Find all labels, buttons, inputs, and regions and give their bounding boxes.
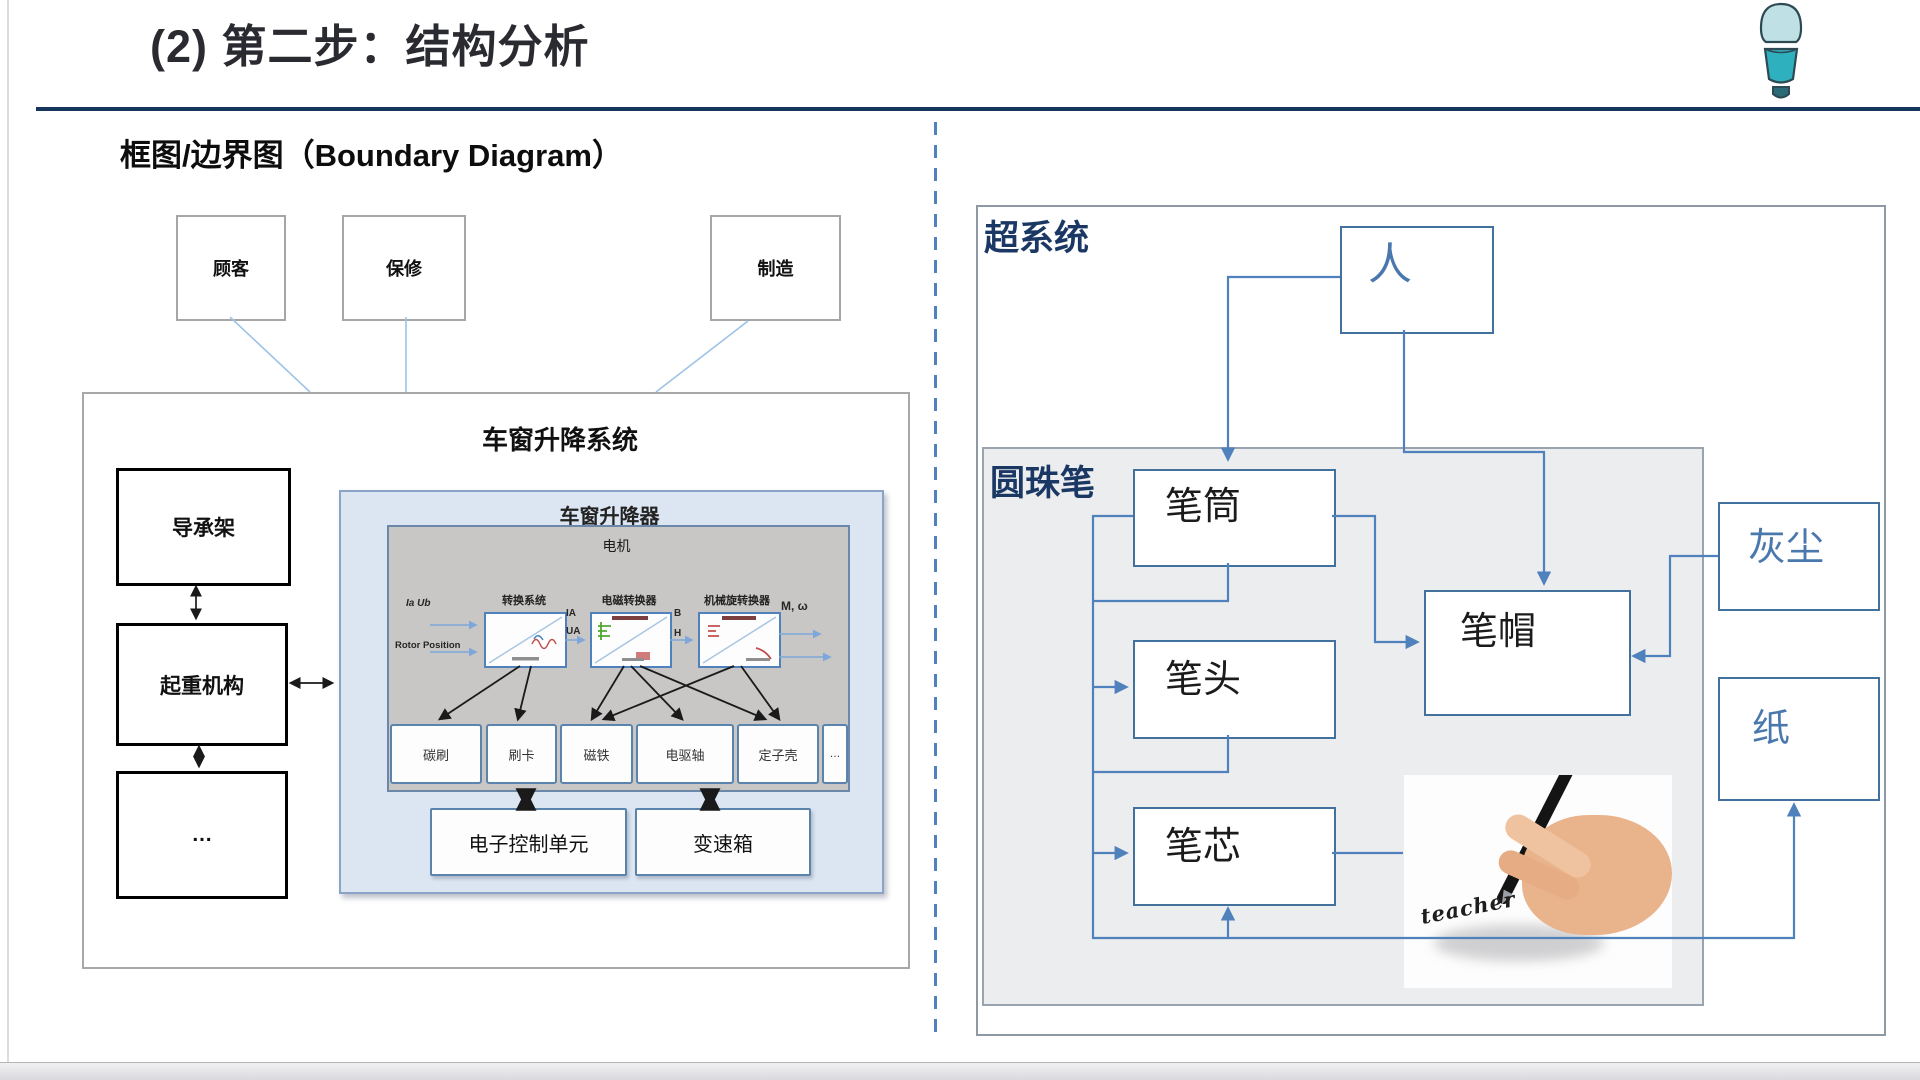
subsystem-label: 导承架 (172, 517, 235, 540)
node-label-tip: 笔头 (1165, 659, 1242, 701)
part-label: 碳刷 (422, 747, 449, 763)
part-label: 磁铁 (583, 747, 610, 763)
subsystem-label: 起重机构 (160, 674, 244, 698)
node-label-refill: 笔芯 (1165, 826, 1242, 868)
subsystem-box-lifting-mechanism: 起重机构 (116, 623, 288, 746)
photo-caption: teacher (1418, 886, 1518, 929)
converter-box-1 (484, 612, 567, 668)
subsystem-box-guide-frame: 导承架 (116, 468, 291, 586)
page-title: (2) 第二步：结构分析 (150, 21, 590, 72)
external-box-customer: 顾客 (176, 215, 286, 321)
external-connector-lines (229, 316, 749, 393)
part-label: 定子壳 (758, 747, 798, 763)
bottom-strip (0, 1062, 1920, 1080)
part-box-brush-holder: 刷卡 (486, 724, 557, 784)
node-box-person: 人 (1340, 226, 1494, 334)
converter-box-2 (590, 612, 672, 668)
signal-label-ia: IA (566, 608, 576, 619)
lightbulb-icon (1752, 0, 1810, 100)
node-box-barrel: 笔筒 (1133, 469, 1336, 567)
node-box-refill: 笔芯 (1133, 807, 1336, 906)
gearbox-box: 变速箱 (635, 808, 811, 876)
converter-label-1: 转换系统 (502, 595, 546, 607)
ecu-box: 电子控制单元 (430, 808, 627, 876)
motor-label: 电机 (602, 538, 631, 554)
part-label: 电驱轴 (665, 747, 705, 763)
external-box-warranty: 保修 (342, 215, 466, 321)
hand-writing-photo: teacher (1404, 775, 1672, 988)
signal-label-h: H (674, 628, 682, 639)
part-label: 刷卡 (508, 747, 535, 763)
external-label: 保修 (386, 259, 422, 279)
node-label-barrel: 笔筒 (1165, 486, 1242, 528)
pen-system-label: 圆珠笔 (990, 464, 1096, 503)
node-label-person: 人 (1368, 240, 1412, 289)
ecu-label: 电子控制单元 (468, 833, 589, 856)
node-label-cap: 笔帽 (1460, 611, 1537, 653)
external-box-manufacturing: 制造 (710, 215, 841, 321)
header-rule (36, 107, 1920, 111)
node-box-paper: 纸 (1718, 677, 1880, 801)
node-label-dust: 灰尘 (1748, 527, 1825, 569)
converter-label-3: 机械旋转换器 (704, 595, 770, 607)
dashed-divider (934, 122, 937, 1040)
converter-box-3 (698, 612, 781, 668)
part-box-magnet: 磁铁 (560, 724, 633, 784)
part-box-ellipsis: … (822, 724, 848, 784)
node-box-tip: 笔头 (1133, 640, 1336, 739)
node-box-dust: 灰尘 (1718, 502, 1880, 611)
converter-label-2: 电磁转换器 (601, 595, 657, 607)
supersystem-label: 超系统 (984, 219, 1090, 258)
subsystem-box-ellipsis: … (116, 771, 288, 899)
node-label-paper: 纸 (1752, 708, 1791, 750)
part-box-carbon-brush: 碳刷 (390, 724, 482, 784)
external-label: 顾客 (213, 259, 249, 279)
gearbox-label: 变速箱 (693, 833, 753, 856)
signal-label-m-omega: M, ω (781, 599, 808, 613)
window-lifter-title: 车窗升降器 (559, 506, 660, 528)
part-label: … (829, 748, 841, 760)
external-label: 制造 (757, 259, 794, 279)
part-box-drive-shaft: 电驱轴 (636, 724, 734, 784)
motor-input-label-2: Rotor Position (395, 640, 461, 651)
slide-left-edge (7, 0, 9, 1062)
subsystem-label: … (191, 823, 213, 846)
signal-label-b: B (674, 608, 682, 619)
signal-label-ua: UA (566, 626, 581, 637)
node-box-cap: 笔帽 (1424, 590, 1631, 716)
motor-input-label-1: Ia Ub (406, 598, 431, 609)
window-lift-system-title: 车窗升降系统 (481, 425, 638, 455)
boundary-diagram-heading: 框图/边界图（Boundary Diagram） (120, 138, 623, 173)
part-box-stator-housing: 定子壳 (737, 724, 819, 784)
